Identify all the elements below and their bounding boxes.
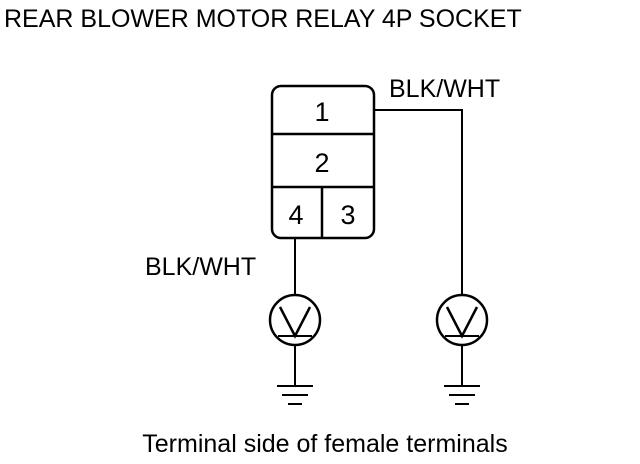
wire-pin1 — [374, 109, 463, 296]
wire-pin4-color-label: BLK/WHT — [145, 253, 256, 281]
wire-pin1-color-label: BLK/WHT — [389, 75, 500, 103]
pin-3-label: 3 — [340, 200, 355, 230]
pin-2-label: 2 — [314, 148, 329, 178]
voltmeter-right — [435, 293, 489, 347]
voltmeter-left — [268, 293, 322, 347]
connector-4p — [270, 84, 376, 240]
ground-right-icon — [444, 385, 480, 405]
diagram-caption: Terminal side of female terminals — [142, 430, 507, 458]
pin-1-label: 1 — [314, 97, 329, 127]
pin-4-label: 4 — [288, 200, 303, 230]
ground-left-icon — [277, 385, 313, 405]
diagram-title: REAR BLOWER MOTOR RELAY 4P SOCKET — [4, 5, 522, 33]
